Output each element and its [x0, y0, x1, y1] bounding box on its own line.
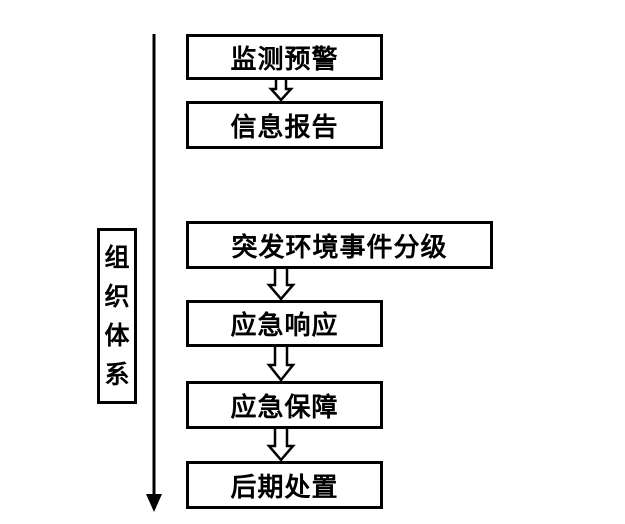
- step-box-aftermath-handling: 后期处置: [186, 461, 383, 509]
- side-label-char: 体: [104, 321, 130, 350]
- flow-arrow-support-after: [266, 429, 296, 462]
- step-label: 后期处置: [230, 472, 339, 503]
- step-label: 监测预警: [230, 44, 339, 75]
- step-label: 信息报告: [230, 112, 339, 143]
- step-box-emergency-support: 应急保障: [186, 381, 383, 429]
- timeline-arrow-head: [146, 494, 162, 512]
- step-label: 突发环境事件分级: [231, 232, 448, 263]
- flow-arrow-grade-response: [266, 269, 296, 301]
- step-box-event-grading: 突发环境事件分级: [186, 221, 493, 269]
- flow-arrow-monitor-report: [268, 80, 294, 102]
- side-label-char: 织: [104, 282, 130, 311]
- step-label: 应急响应: [230, 311, 339, 341]
- step-label: 应急保障: [230, 392, 339, 423]
- step-box-info-report: 信息报告: [186, 101, 383, 149]
- flow-arrow-response-support: [266, 347, 296, 383]
- step-box-monitor-warning: 监测预警: [186, 34, 383, 80]
- side-label-char: 系: [104, 360, 130, 389]
- side-label-organization-system: 组 织 体 系: [97, 228, 137, 404]
- step-box-emergency-response: 应急响应: [186, 300, 383, 347]
- side-label-char: 组: [104, 243, 130, 272]
